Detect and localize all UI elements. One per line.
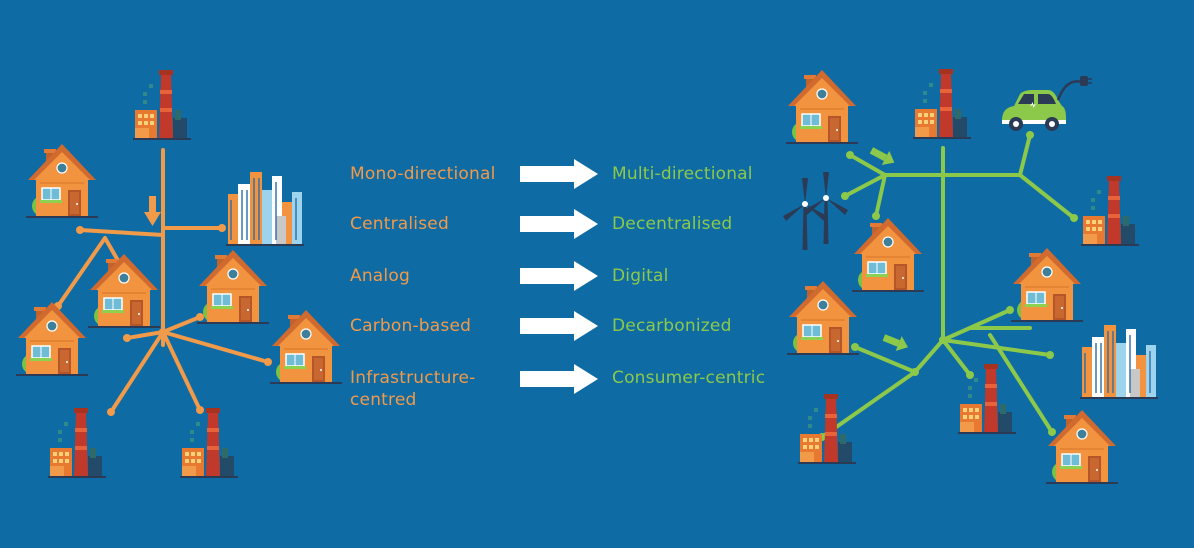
house-icon	[87, 253, 161, 329]
new-characteristic-label: Digital	[612, 266, 669, 286]
new-characteristic-label: Multi-directional	[612, 164, 753, 184]
flow-direction-arrow-icon	[880, 330, 911, 355]
new-characteristic-label: Decentralised	[612, 214, 733, 234]
old-characteristic-label: Centralised	[350, 214, 449, 234]
old-characteristic-label: Analog	[350, 266, 410, 286]
old-characteristic-label: Mono-directional	[350, 164, 496, 184]
house-icon	[269, 309, 343, 385]
city-buildings-icon	[226, 172, 304, 246]
factory-icon	[48, 408, 106, 478]
transition-arrow-icon	[520, 209, 598, 239]
house-icon	[1010, 247, 1084, 323]
transition-arrow-icon	[520, 159, 598, 189]
city-buildings-icon	[1080, 325, 1158, 399]
flow-direction-arrow-icon	[144, 196, 161, 226]
left-network	[56, 148, 270, 414]
factory-icon	[913, 69, 971, 139]
factory-icon	[180, 408, 238, 478]
transition-arrow-icon	[520, 261, 598, 291]
house-icon	[785, 69, 859, 145]
transition-arrow-icon	[520, 311, 598, 341]
old-characteristic-label-line2: centred	[350, 390, 417, 410]
new-characteristic-label: Decarbonized	[612, 316, 732, 336]
house-icon	[25, 143, 99, 219]
electric-car-icon	[1000, 74, 1094, 133]
transition-arrow-icon	[520, 364, 598, 394]
house-icon	[851, 217, 925, 293]
right-network	[820, 133, 1076, 439]
factory-icon	[798, 394, 856, 464]
new-characteristic-label: Consumer-centric	[612, 368, 766, 388]
factory-icon	[133, 70, 191, 140]
old-characteristic-label-line1: Infrastructure-	[350, 368, 476, 388]
house-icon	[15, 301, 89, 377]
old-characteristic-label: Carbon-based	[350, 316, 472, 336]
house-icon	[196, 249, 270, 325]
house-icon	[1045, 409, 1119, 485]
factory-icon	[1081, 176, 1139, 246]
